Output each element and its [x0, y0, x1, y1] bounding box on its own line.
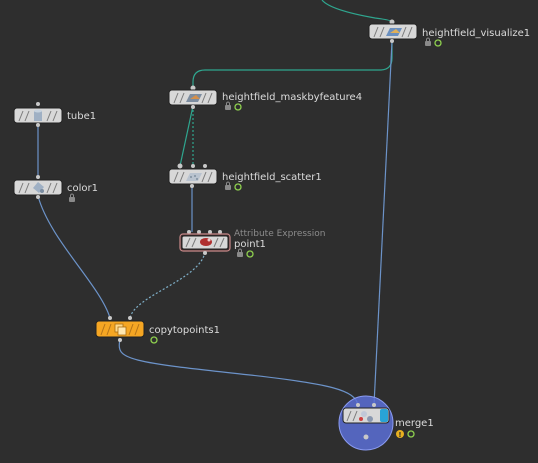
input-port[interactable] [108, 316, 112, 320]
node-merge[interactable]: merge1 ! [338, 395, 434, 451]
node-tube[interactable]: tube1 [13, 102, 96, 127]
scatter-icon [186, 173, 202, 181]
node-heightfield-visualize[interactable]: heightfield_visualize1 [368, 19, 530, 47]
warning-icon[interactable]: ! [396, 430, 404, 439]
output-port[interactable] [363, 434, 369, 440]
node-label: heightfield_scatter1 [222, 172, 322, 183]
node-comment: Attribute Expression [234, 229, 325, 239]
node-stripes [173, 171, 213, 183]
node-stripes [100, 323, 140, 336]
display-flag-active[interactable] [380, 409, 388, 422]
input-port[interactable] [356, 403, 360, 407]
input-port[interactable] [128, 316, 132, 320]
lock-icon[interactable] [425, 37, 431, 46]
wire-point-to-copytopoints[interactable] [129, 251, 206, 319]
display-flag-icon[interactable] [234, 183, 242, 191]
node-label: merge1 [395, 418, 434, 429]
output-port[interactable] [191, 105, 195, 109]
display-flag-icon[interactable] [434, 39, 442, 47]
node-heightfield-scatter[interactable]: heightfield_scatter1 [168, 163, 322, 191]
output-port[interactable] [390, 39, 394, 43]
tube-icon [34, 109, 42, 121]
wire-copytopoints-to-merge[interactable] [118, 339, 359, 406]
node-heightfield-maskbyfeature[interactable]: heightfield_maskbyfeature4 [168, 85, 362, 111]
output-port[interactable] [36, 123, 40, 127]
input-port[interactable] [36, 102, 40, 106]
wires [37, 0, 393, 406]
node-label: color1 [67, 183, 98, 194]
output-port[interactable] [118, 338, 122, 342]
input-port[interactable] [203, 164, 207, 168]
node-label: tube1 [67, 111, 96, 122]
input-port[interactable] [190, 85, 196, 91]
output-port[interactable] [190, 184, 194, 188]
input-port[interactable] [389, 19, 395, 25]
node-stripes [18, 110, 58, 122]
input-port[interactable] [197, 230, 201, 234]
color-icon [33, 182, 44, 193]
wire-visualize-to-maskbyfeature[interactable] [192, 41, 393, 88]
input-port[interactable] [177, 163, 183, 169]
wire-maskbyfeature-to-scatter-solid[interactable] [179, 105, 194, 167]
display-flag-icon[interactable] [150, 336, 158, 344]
wire-color-to-copytopoints[interactable] [37, 195, 111, 319]
node-color[interactable]: color1 [13, 175, 98, 202]
wire-input-to-visualize[interactable] [321, 0, 393, 23]
lock-icon[interactable] [69, 193, 75, 202]
node-stripes [346, 410, 358, 422]
node-label: copytopoints1 [149, 325, 220, 336]
input-port[interactable] [36, 175, 40, 179]
lock-icon[interactable] [225, 101, 231, 110]
node-stripes [18, 182, 58, 194]
heightfield-icon [386, 28, 402, 36]
lock-icon[interactable] [225, 181, 231, 190]
node-label: point1 [234, 239, 266, 250]
display-flag-icon[interactable] [246, 250, 254, 258]
node-stripes [185, 237, 225, 248]
node-stripes [173, 92, 213, 104]
output-port[interactable] [203, 251, 207, 255]
copy-icon [114, 323, 127, 336]
merge-icon [359, 411, 373, 422]
input-port[interactable] [372, 403, 376, 407]
node-copytopoints[interactable]: copytopoints1 [95, 316, 220, 344]
display-flag-icon[interactable] [407, 430, 415, 438]
output-port[interactable] [36, 195, 40, 199]
node-label: heightfield_maskbyfeature4 [222, 92, 362, 103]
wire-visualize-to-merge[interactable] [373, 40, 393, 406]
display-flag-icon[interactable] [234, 103, 242, 111]
input-port[interactable] [208, 230, 212, 234]
heightfield-icon [186, 94, 202, 102]
node-point[interactable]: Attribute Expression point1 [179, 229, 325, 258]
node-stripes [373, 26, 413, 38]
lock-icon[interactable] [237, 248, 243, 257]
svg-text:!: ! [398, 431, 401, 439]
node-label: heightfield_visualize1 [422, 28, 530, 39]
input-port[interactable] [218, 230, 222, 234]
input-port[interactable] [191, 164, 195, 168]
point-icon [200, 238, 212, 246]
input-port[interactable] [187, 230, 191, 234]
